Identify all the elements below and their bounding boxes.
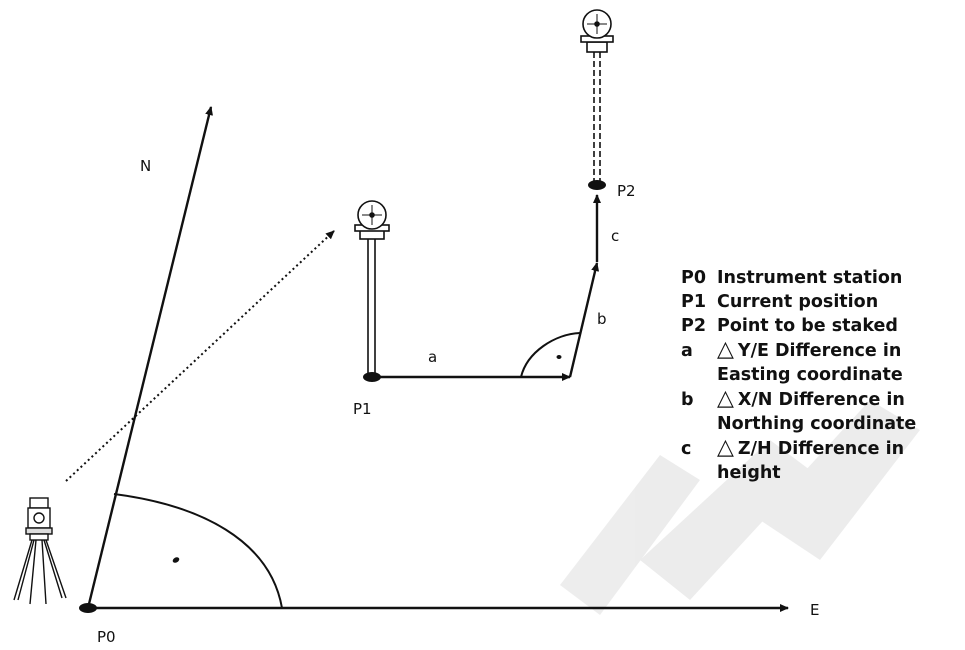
legend-key: P0 [681, 268, 707, 288]
sight-line [65, 230, 335, 482]
legend-key: P2 [681, 316, 707, 336]
legend-text: X/N Difference in [737, 390, 905, 410]
prism-pole-p1-icon [354, 200, 390, 377]
legend-key: P1 [681, 292, 707, 312]
legend-row-b: b △ X/N Difference in [681, 387, 916, 412]
legend-row-c: c △ Z/H Difference in [681, 436, 916, 461]
azimuth-dot [172, 557, 180, 563]
label-p2: P2 [617, 182, 636, 200]
legend-row-p0: P0 Instrument station [681, 266, 916, 290]
angle-dot [556, 355, 562, 359]
delta-icon: △ [717, 386, 734, 411]
legend-key: b [681, 390, 694, 410]
label-p0: P0 [97, 628, 116, 646]
p2-point [588, 180, 606, 190]
delta-icon: △ [717, 337, 734, 362]
legend-text-cont: Northing coordinate [717, 414, 917, 434]
label-north: N [140, 157, 151, 175]
legend-text-cont: Easting coordinate [717, 365, 903, 385]
north-axis [86, 106, 213, 609]
legend-text: Current position [717, 292, 879, 312]
legend-row-a-cont: Easting coordinate [681, 363, 916, 387]
azimuth-arc [113, 493, 283, 609]
legend-key: a [681, 341, 693, 361]
label-b: b [597, 310, 607, 328]
total-station-icon [13, 497, 67, 605]
legend-text: Instrument station [717, 268, 903, 288]
label-c: c [611, 227, 619, 245]
delta-icon: △ [717, 435, 734, 460]
legend-text-cont: height [717, 463, 781, 483]
legend-row-a: a △ Y/E Difference in [681, 338, 916, 363]
legend-text: Z/H Difference in [737, 439, 905, 459]
p1-point [363, 372, 381, 382]
legend-row-b-cont: Northing coordinate [681, 412, 916, 436]
angle-arc [520, 332, 581, 378]
legend-row-c-cont: height [681, 461, 916, 485]
label-p1: P1 [353, 400, 372, 418]
legend: P0 Instrument station P1 Current positio… [681, 266, 916, 485]
legend-row-p2: P2 Point to be staked [681, 314, 916, 338]
legend-text: Point to be staked [717, 316, 898, 336]
label-a: a [428, 348, 437, 366]
vector-b [568, 262, 600, 378]
p0-point [79, 603, 97, 613]
legend-key: c [681, 439, 692, 459]
legend-text: Y/E Difference in [737, 341, 902, 361]
label-east: E [810, 601, 819, 619]
prism-pole-p2-icon [580, 9, 614, 183]
legend-row-p1: P1 Current position [681, 290, 916, 314]
watermark [560, 400, 920, 615]
